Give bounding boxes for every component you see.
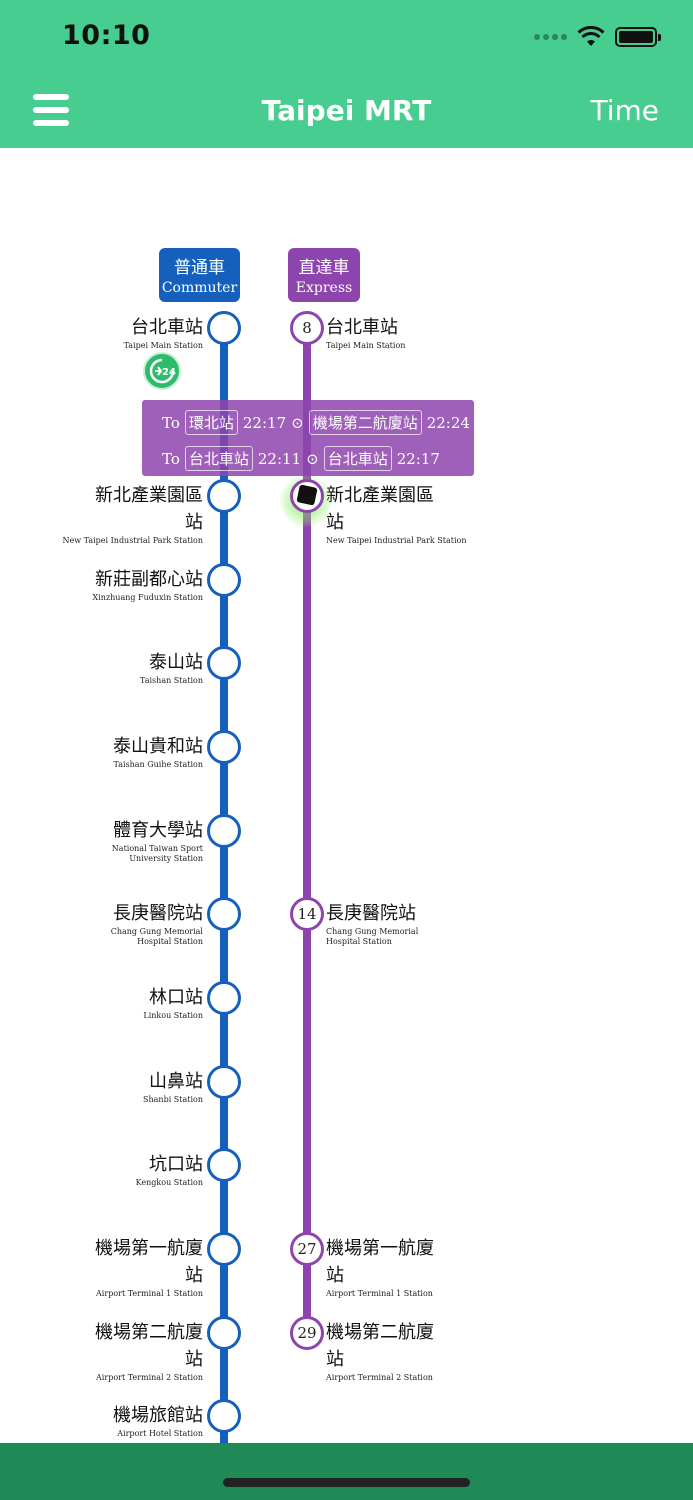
- express-station-node[interactable]: 14: [290, 897, 324, 931]
- easycard-24-icon[interactable]: 24: [143, 352, 181, 390]
- departure-popup[interactable]: To 環北站 22:17 ⊙ 機場第二航廈站 22:24 To 台北車站 22:…: [142, 400, 474, 476]
- commuter-station-node[interactable]: [207, 1148, 241, 1182]
- express-line: [303, 328, 311, 1333]
- clock-icon: ⊙: [291, 413, 304, 432]
- commuter-station-node[interactable]: [207, 730, 241, 764]
- commuter-line: [220, 328, 228, 1443]
- commuter-station-node[interactable]: [207, 479, 241, 513]
- train-icon[interactable]: [296, 484, 318, 506]
- wifi-icon: [577, 26, 605, 46]
- svg-text:24: 24: [162, 367, 176, 378]
- status-time: 10:10: [62, 20, 151, 51]
- page-title: Taipei MRT: [261, 94, 432, 127]
- commuter-station-node[interactable]: [207, 897, 241, 931]
- commuter-station-node[interactable]: [207, 1399, 241, 1433]
- commuter-station-node[interactable]: [207, 563, 241, 597]
- app-header: 10:10 Taipei MRT Time: [0, 0, 693, 148]
- battery-icon: [615, 27, 661, 47]
- menu-button[interactable]: [33, 94, 69, 126]
- commuter-station-node[interactable]: [207, 311, 241, 345]
- status-icons: [534, 26, 661, 48]
- home-indicator[interactable]: [223, 1478, 470, 1487]
- departure-row-2: To 台北車站 22:11 ⊙ 台北車站 22:17: [162, 446, 440, 471]
- express-badge[interactable]: 直達車 Express: [288, 248, 360, 302]
- clock-icon: ⊙: [306, 449, 319, 468]
- commuter-station-node[interactable]: [207, 814, 241, 848]
- commuter-station-node[interactable]: [207, 1316, 241, 1350]
- commuter-station-node[interactable]: [207, 1065, 241, 1099]
- commuter-station-node[interactable]: [207, 981, 241, 1015]
- commuter-station-node[interactable]: [207, 1232, 241, 1266]
- bottom-bar: [0, 1443, 693, 1500]
- commuter-station-node[interactable]: [207, 646, 241, 680]
- express-station-node[interactable]: 27: [290, 1232, 324, 1266]
- express-station-node[interactable]: 29: [290, 1316, 324, 1350]
- time-button[interactable]: Time: [590, 94, 659, 127]
- commuter-badge[interactable]: 普通車 Commuter: [159, 248, 240, 302]
- departure-row-1: To 環北站 22:17 ⊙ 機場第二航廈站 22:24: [162, 410, 470, 435]
- signal-icon: [534, 34, 567, 40]
- express-station-node[interactable]: 8: [290, 311, 324, 345]
